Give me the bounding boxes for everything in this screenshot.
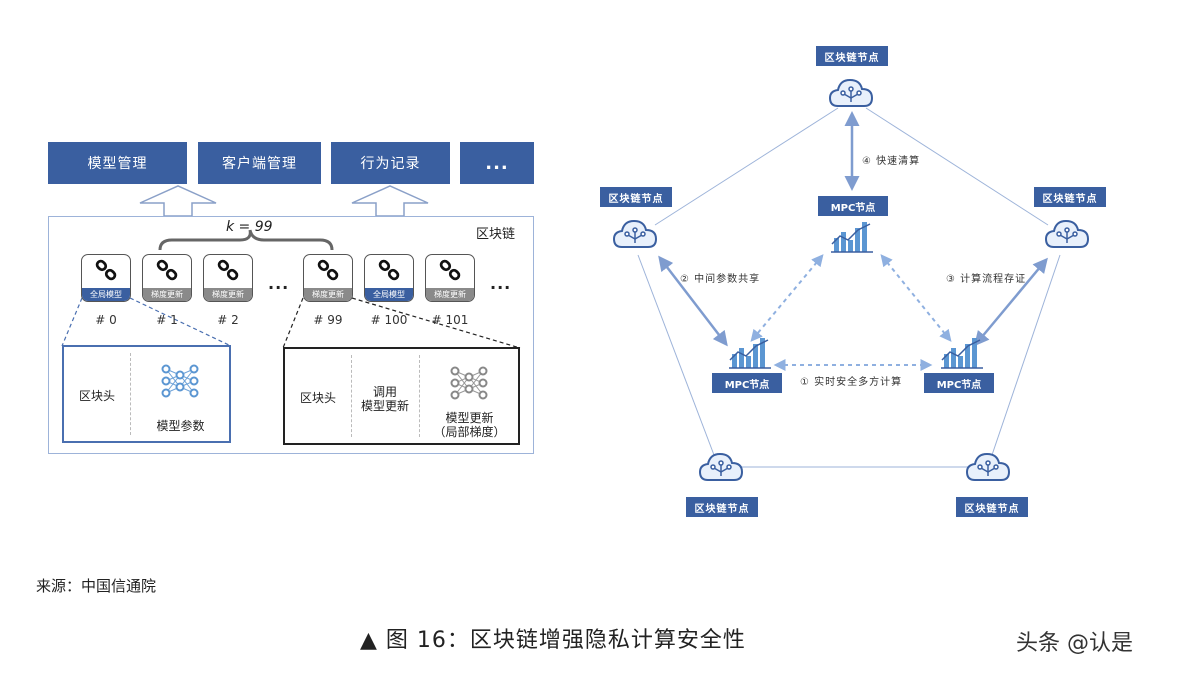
divider: [351, 355, 352, 437]
bar-chart-icon: [728, 334, 772, 374]
zoom-line: [351, 297, 521, 349]
cloud-node-icon: [828, 76, 874, 114]
blockchain-node-label: 区块链节点: [600, 187, 672, 207]
arrow-mpc-link: [750, 254, 824, 342]
edge-label-fast-clearing: ④ 快速清算: [862, 156, 921, 167]
cloud-node-icon: [965, 450, 1011, 488]
top-box-label: 模型管理: [87, 156, 148, 172]
mpc-node-label: MPC节点: [818, 196, 888, 216]
block-number: # 0: [95, 313, 117, 327]
watermark: 头条 @认是: [1016, 631, 1133, 656]
block-tag: 全局模型: [365, 288, 413, 301]
blockchain-node-label: 区块链节点: [1034, 187, 1106, 207]
top-box-label: 客户端管理: [222, 156, 297, 172]
blockchain-node-label: 区块链节点: [686, 497, 758, 517]
cloud-node-icon: [1044, 217, 1090, 255]
block-tag: 全局模型: [82, 288, 130, 301]
source-note: 来源：中国信通院: [36, 577, 157, 595]
pentagon-edges: [637, 107, 1061, 468]
cloud-node-icon: [698, 450, 744, 488]
network-graphics: [637, 107, 1061, 468]
block-number: # 2: [217, 313, 239, 327]
top-box-client-management: 客户端管理: [198, 142, 321, 184]
top-box-label: ...: [485, 152, 509, 174]
blockchain-node-label: 区块链节点: [956, 497, 1028, 517]
zoom-line: [129, 297, 232, 347]
divider: [419, 355, 420, 437]
block-number: # 1: [156, 313, 178, 327]
bar-chart-icon: [830, 218, 874, 258]
chain-link-icon: [204, 259, 252, 285]
block-99: 梯度更新: [303, 254, 353, 302]
chain-link-icon: [365, 259, 413, 285]
cloud-node-icon: [612, 217, 658, 255]
chain-link-icon: [143, 259, 191, 285]
neural-network-icon: [160, 361, 200, 405]
chain-link-icon: [426, 259, 474, 285]
up-arrow-left: [139, 185, 217, 217]
mpc-node-label: MPC节点: [924, 373, 994, 393]
chain-link-icon: [304, 259, 352, 285]
edge-label-realtime-mpc: ① 实时安全多方计算: [800, 377, 903, 388]
block-101: 梯度更新: [425, 254, 475, 302]
zoom-line: [61, 297, 83, 347]
formula-k: k = 99: [226, 219, 273, 235]
block-tag: 梯度更新: [304, 288, 352, 301]
zoom-line: [282, 297, 304, 349]
blockchain-panel: 区块链: [48, 216, 534, 454]
bar-chart-icon: [940, 334, 984, 374]
detail-call-label: 调用 模型更新: [360, 385, 409, 413]
ellipsis: ...: [268, 274, 290, 293]
block-tag: 梯度更新: [204, 288, 252, 301]
block-tag: 梯度更新: [143, 288, 191, 301]
block-tag: 梯度更新: [426, 288, 474, 301]
block-2: 梯度更新: [203, 254, 253, 302]
block-number: # 101: [431, 313, 469, 327]
panel-label: 区块链: [475, 227, 515, 242]
block-number: # 100: [370, 313, 408, 327]
detail-box-global-model: 区块头 模型参数: [62, 345, 231, 443]
top-box-label: 行为记录: [360, 156, 421, 172]
detail-update-label: 模型更新 （局部梯度）: [433, 411, 506, 439]
top-box-behavior-record: 行为记录: [331, 142, 450, 184]
arrow-param-sharing: [658, 255, 728, 347]
detail-box-gradient-update: 区块头 调用 模型更新 模型更新 （局部梯度）: [283, 347, 520, 445]
divider: [130, 353, 131, 435]
left-diagram-graphics: [61, 185, 521, 349]
curly-brace: [158, 229, 334, 251]
detail-header-label: 区块头: [299, 391, 336, 405]
block-number: # 99: [313, 313, 343, 327]
block-0: 全局模型: [81, 254, 131, 302]
mpc-node-label: MPC节点: [712, 373, 782, 393]
neural-network-icon: [449, 363, 489, 407]
block-1: 梯度更新: [142, 254, 192, 302]
top-box-model-management: 模型管理: [48, 142, 187, 184]
arrow-mpc-link: [880, 254, 952, 342]
figure-caption: ▲ 图 16：区块链增强隐私计算安全性: [360, 628, 746, 653]
ellipsis: ...: [490, 274, 512, 293]
block-100: 全局模型: [364, 254, 414, 302]
blockchain-node-label: 区块链节点: [816, 46, 888, 66]
arrow-process-record: [974, 257, 1048, 347]
top-box-more: ...: [460, 142, 534, 184]
edge-label-process-record: ③ 计算流程存证: [946, 274, 1027, 285]
detail-params-label: 模型参数: [156, 419, 205, 433]
detail-header-label: 区块头: [78, 389, 115, 403]
chain-link-icon: [82, 259, 130, 285]
edge-label-param-sharing: ② 中间参数共享: [680, 274, 761, 285]
up-arrow-right: [351, 185, 429, 217]
